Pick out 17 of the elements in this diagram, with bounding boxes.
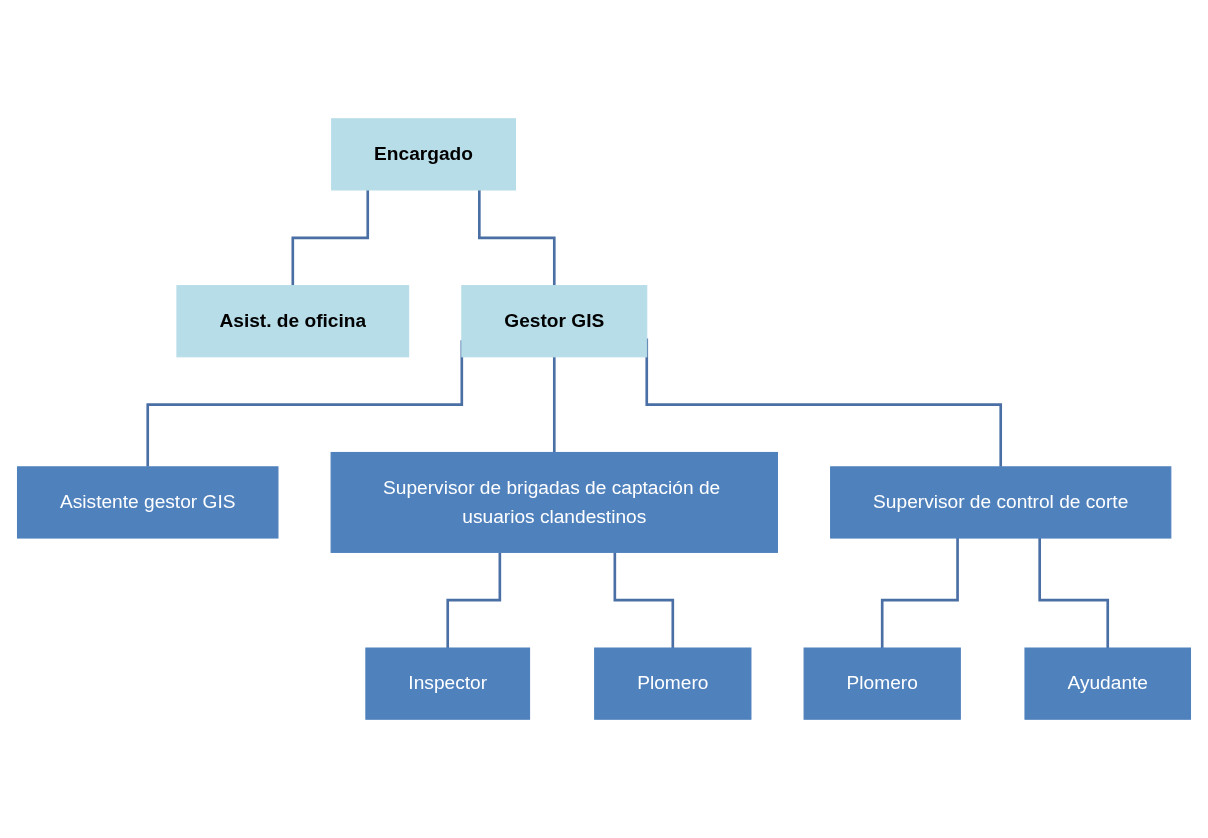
node-box: Gestor GIS [461,285,648,358]
node-box: Ayudante [1024,647,1192,720]
node-box: Plomero [594,647,752,720]
node-box: Asist. de oficina [176,285,410,358]
connector [613,552,675,650]
node-box: Supervisor de control de corte [830,466,1172,539]
node-box: Encargado [331,118,516,191]
node-box: Supervisor de brigadas de captación de usuarios clandestinos [330,451,778,553]
connector [880,538,959,650]
node-box: Asistente gestor GIS [16,466,279,539]
connector [552,356,556,454]
node-box: Inspector [365,647,531,720]
node-box: Plomero [803,647,961,720]
connector [1038,538,1110,650]
connector [446,552,502,650]
connector [291,189,370,287]
connector [478,189,556,287]
